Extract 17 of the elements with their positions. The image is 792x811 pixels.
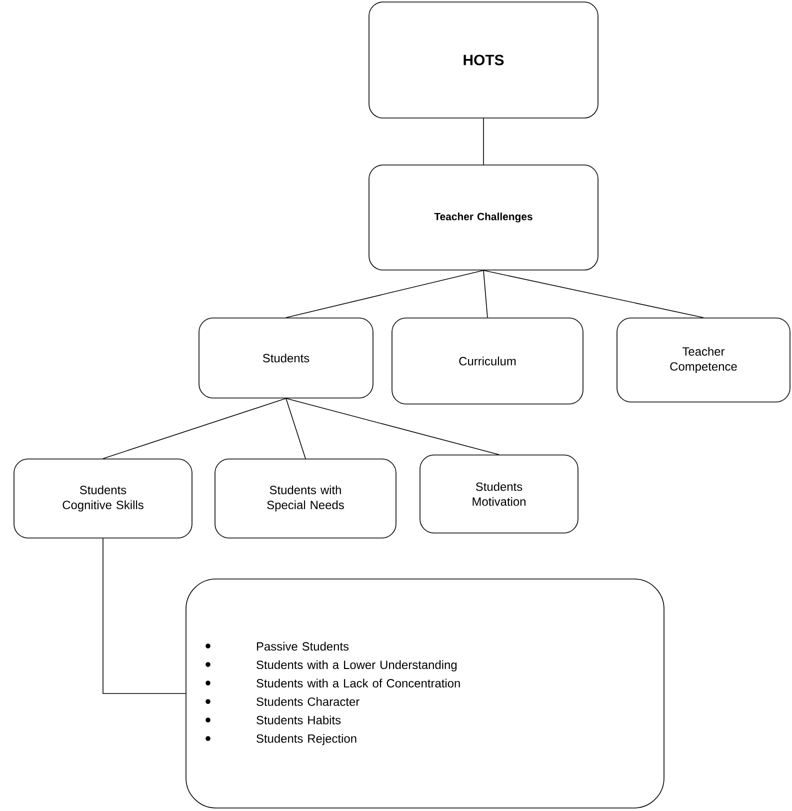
category-box: Students Cognitive Skills: [14, 458, 192, 538]
connector-line: [286, 398, 306, 459]
connector-line: [483, 118, 484, 165]
connector-line: [483, 270, 704, 318]
category-box: Teacher Competence: [616, 318, 790, 402]
title-box: HOTS: [368, 2, 598, 118]
connector-line: [102, 398, 286, 459]
connector-line: [286, 270, 484, 318]
category-box: Students Motivation: [420, 454, 578, 534]
category-box: Students: [198, 318, 374, 398]
category-box: Curriculum: [392, 318, 584, 404]
connector-line: [483, 270, 488, 318]
connector-line: [102, 538, 186, 694]
category-box: Teacher Challenges: [368, 164, 598, 270]
category-box: Students with Special Needs: [214, 458, 396, 538]
connector-line: [286, 398, 500, 455]
list-box: Passive Students Students with a Lower Understanding Students with a Lack of Concentration Students Character Students Habits Students Rejection: [186, 578, 664, 808]
